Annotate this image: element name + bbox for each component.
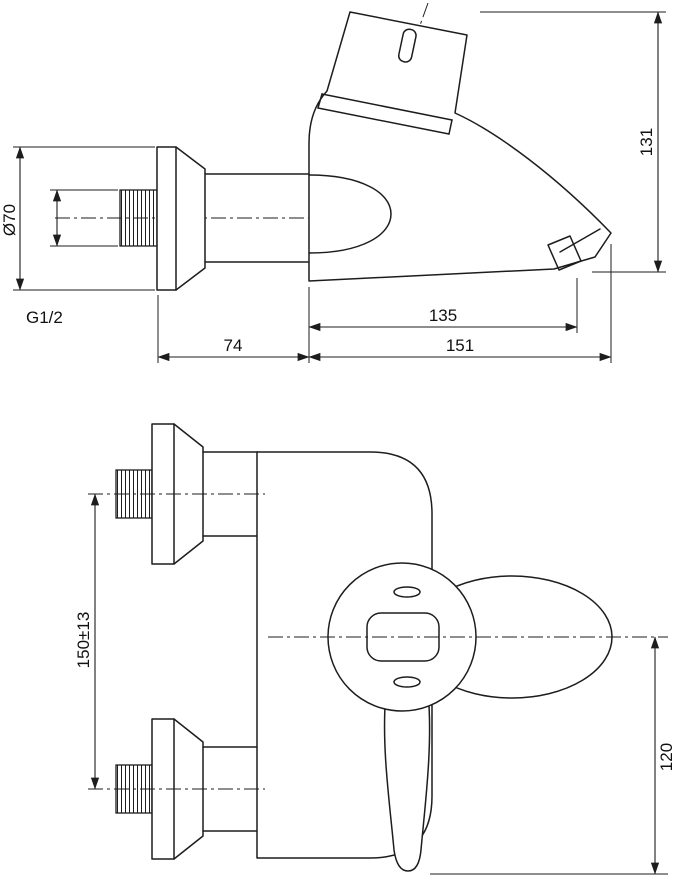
aerator-detail-line	[559, 228, 601, 253]
wall-flange-side	[119, 146, 310, 291]
dome-marker-top	[393, 586, 421, 598]
dim-text-wall-to-body: 74	[224, 336, 243, 355]
dim-text-overall-height: 131	[637, 128, 656, 156]
dome-marker-bottom	[393, 676, 421, 688]
faucet-body-side	[308, 11, 612, 282]
cartridge-ring-right	[448, 119, 453, 135]
front-view: 150±13 120	[74, 423, 676, 875]
dimension-thread: G1/2	[26, 189, 118, 327]
aerator-outlet	[547, 235, 582, 271]
dimension-flange-diameter: Ø70	[0, 146, 155, 291]
dimension-wall-to-body: 74	[157, 336, 310, 362]
thread-stub	[119, 189, 158, 247]
side-view: 131 Ø70 G1/2 135 74	[0, 2, 666, 363]
body-inner-boss	[308, 174, 392, 254]
body-outline	[308, 11, 612, 282]
dimension-spout-projection: 135	[308, 306, 578, 332]
dimension-inlet-centres: 150±13	[74, 493, 100, 790]
dim-text-flange-diameter: Ø70	[0, 204, 19, 236]
dim-text-overall-projection: 151	[446, 336, 474, 355]
faucet-body-front	[256, 451, 613, 872]
cartridge-ring-top	[321, 93, 453, 121]
dim-text-inlet-centres: 150±13	[74, 612, 93, 669]
cartridge-ring-left	[317, 93, 323, 109]
dimension-lever-drop: 120	[430, 636, 676, 875]
dimension-overall-projection: 151	[308, 336, 612, 362]
lever-handle	[383, 691, 431, 872]
dim-text-spout-projection: 135	[429, 306, 457, 325]
dim-text-lever-drop: 120	[657, 743, 676, 771]
cartridge-ring-bottom	[317, 107, 450, 135]
cartridge-button-slot	[397, 28, 417, 63]
thread-size-label: G1/2	[26, 308, 63, 327]
flange-escutcheon	[156, 146, 206, 291]
dimension-overall-height: 131	[480, 11, 666, 273]
